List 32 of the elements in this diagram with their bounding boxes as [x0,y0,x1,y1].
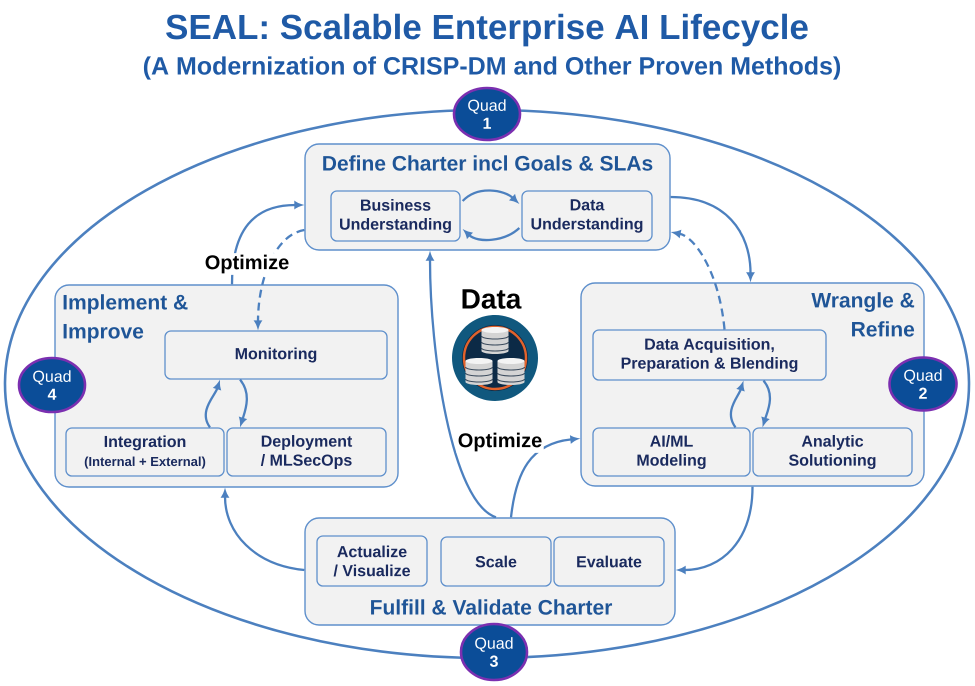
step-box: Deployment / MLSecOps [226,427,387,477]
step-box: Business Understanding [330,190,461,242]
edge-label: Optimize [203,253,291,275]
quad-badge: Quad 2 [888,356,958,412]
curved-arrow [426,253,497,518]
step-box: Scale [440,536,552,587]
step-box: Integration (Internal + External) [65,427,225,477]
curved-arrow [670,196,754,280]
title: SEAL: Scalable Enterprise AI Lifecycle [166,14,808,46]
curved-arrow [462,189,518,203]
curved-arrow [730,382,744,428]
quad-badge: Quad 4 [18,356,86,414]
step-box: Data Acquisition, Preparation & Blending [592,329,827,381]
curved-arrow [678,486,754,574]
quad-badge: Quad 1 [452,86,522,142]
step-box: Analytic Solutioning [752,427,913,477]
curved-arrow [510,436,578,518]
step-box: Data Understanding [521,190,653,242]
subtitle: (A Modernization of CRISP-DM and Other Proven Methods) [144,56,840,80]
curved-arrow [221,490,304,572]
step-box: Monitoring [164,330,388,380]
dashed-arrow [673,230,726,330]
curved-arrow [762,380,772,426]
curved-arrow [239,378,248,426]
step-box: Evaluate [553,536,665,587]
center-label: Data [462,289,522,309]
step-box: Actualize / Visualize [316,535,428,587]
curved-arrow [204,382,221,428]
edge-label: Optimize [456,431,544,453]
quad-badge: Quad 3 [460,622,528,682]
curved-arrow [464,227,520,242]
step-box: AI/ML Modeling [592,427,751,477]
